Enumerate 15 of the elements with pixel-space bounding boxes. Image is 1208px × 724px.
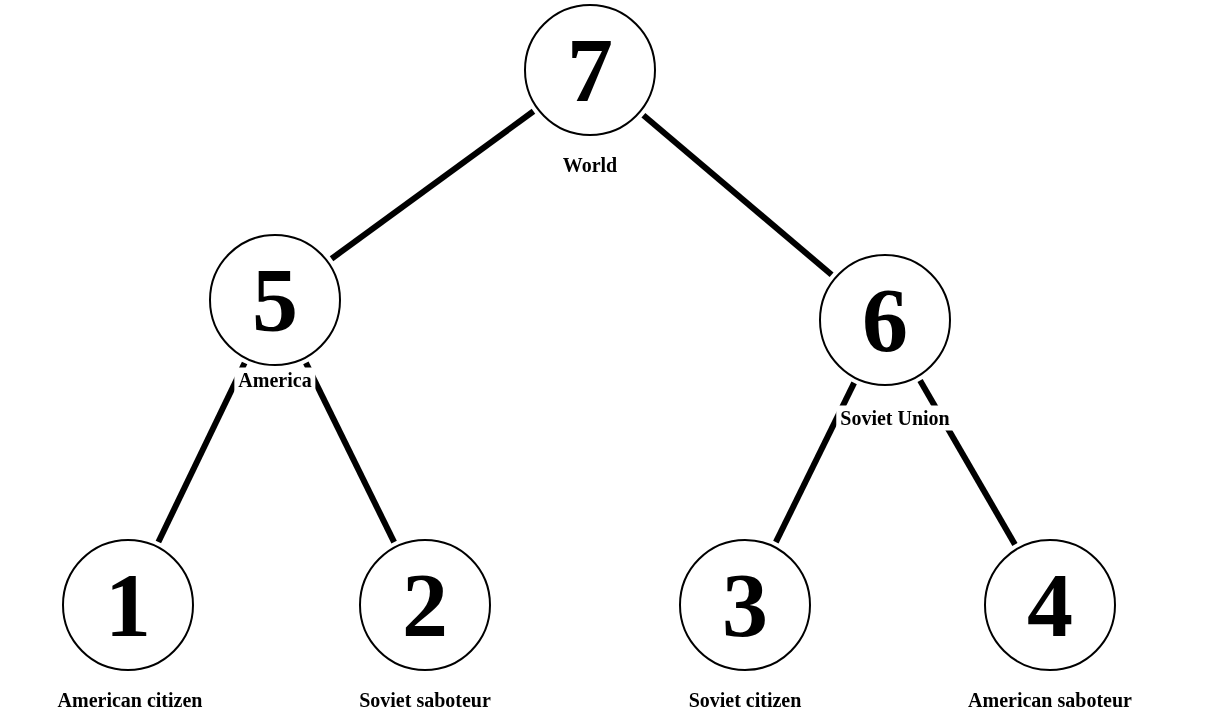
connector-line xyxy=(917,379,1018,546)
node-number: 2 xyxy=(402,559,448,651)
node-caption: America xyxy=(234,367,316,393)
connector-line xyxy=(773,381,857,544)
node-number: 3 xyxy=(722,559,768,651)
connector-line xyxy=(329,108,536,262)
node-caption: Soviet Union xyxy=(836,405,954,431)
connector-line xyxy=(641,112,834,278)
connector-line xyxy=(303,361,397,544)
connector-line xyxy=(155,361,248,544)
node-number: 4 xyxy=(1027,559,1073,651)
node-number: 1 xyxy=(105,559,151,651)
node-number: 5 xyxy=(252,254,298,346)
node-number: 7 xyxy=(567,24,613,116)
node-number: 6 xyxy=(862,274,908,366)
